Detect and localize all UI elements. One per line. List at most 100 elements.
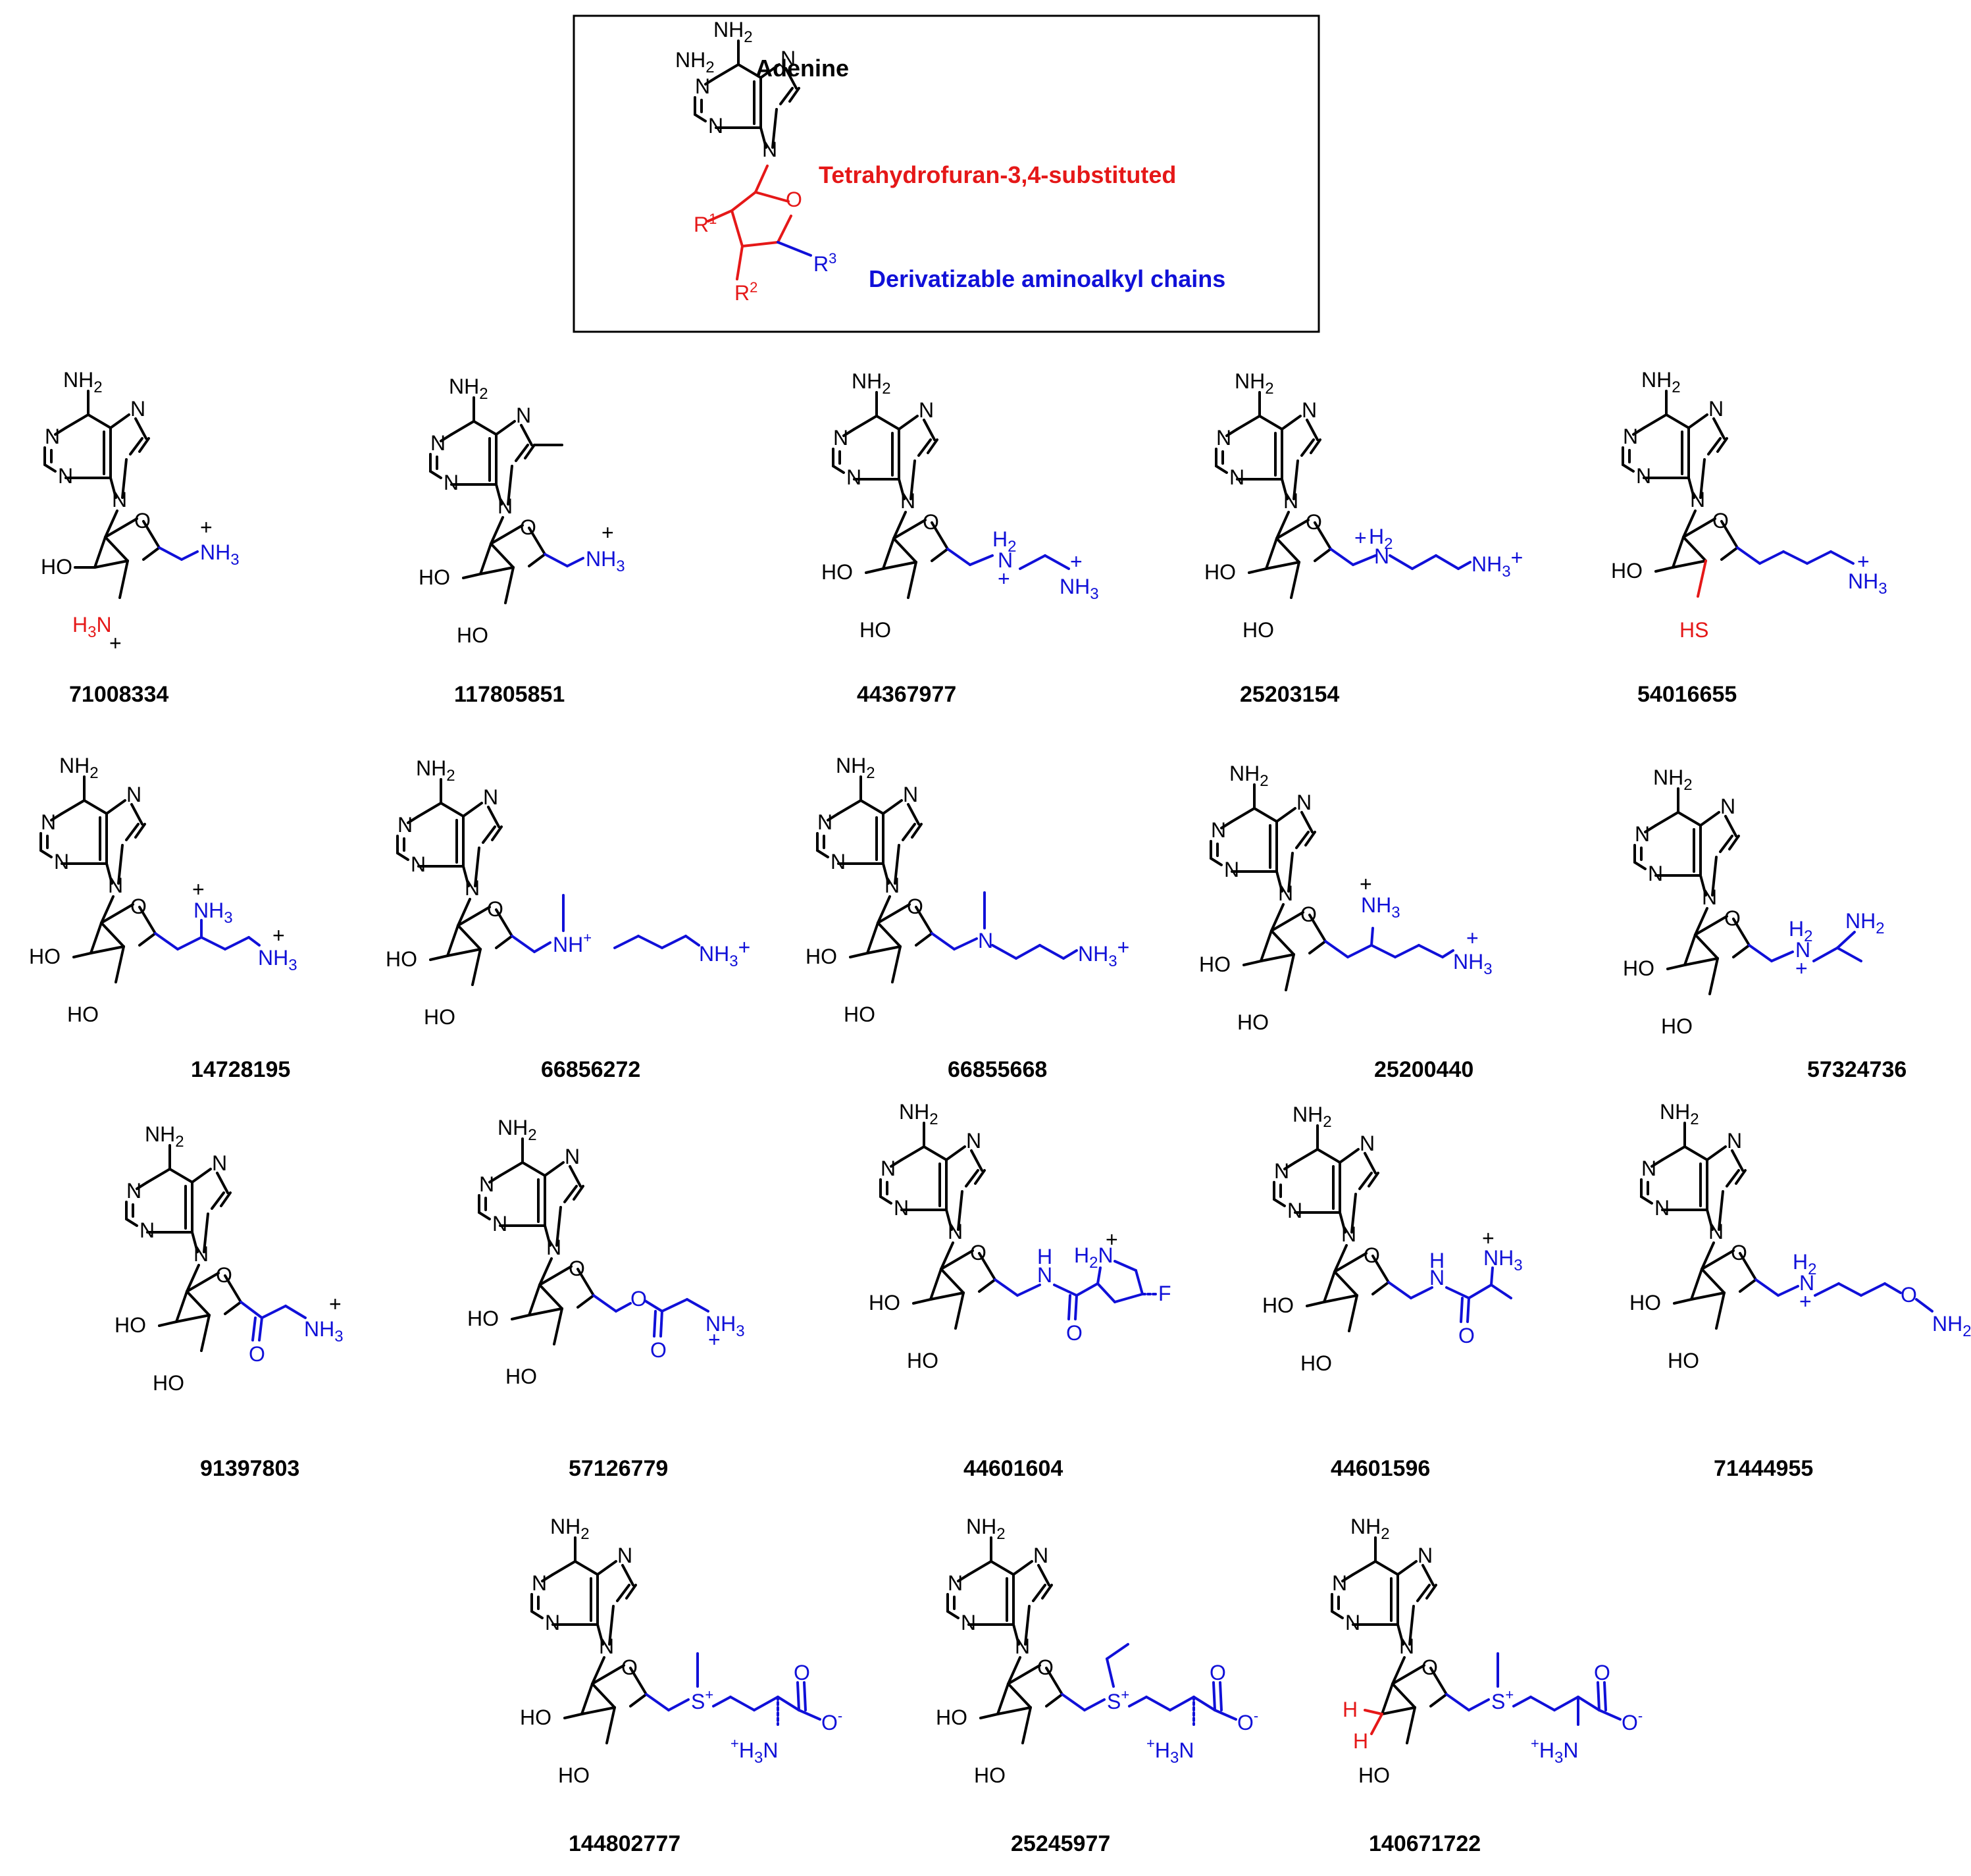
svg-text:+: + bbox=[192, 877, 205, 901]
compound-144802777: HO HO S+ O O- +H3N bbox=[520, 1513, 842, 1787]
svg-text:+: + bbox=[1354, 526, 1367, 550]
svg-text:O: O bbox=[1594, 1661, 1610, 1684]
svg-text:O: O bbox=[1901, 1283, 1917, 1307]
compound-id: 54016655 bbox=[1637, 682, 1737, 707]
svg-text:N: N bbox=[998, 548, 1013, 572]
compound-id: 91397803 bbox=[200, 1456, 299, 1481]
svg-text:HO: HO bbox=[1668, 1349, 1699, 1372]
svg-text:HO: HO bbox=[1242, 618, 1274, 642]
svg-text:N: N bbox=[1795, 938, 1810, 962]
svg-text:NH3: NH3 bbox=[193, 899, 233, 927]
legend-chain-label: Derivatizable aminoalkyl chains bbox=[869, 265, 1225, 292]
svg-text:NH3+: NH3+ bbox=[1472, 546, 1523, 581]
svg-text:+: + bbox=[1360, 872, 1372, 896]
svg-text:NH3: NH3 bbox=[1453, 950, 1493, 978]
svg-text:HO: HO bbox=[1629, 1291, 1661, 1315]
svg-text:HO: HO bbox=[869, 1291, 900, 1315]
svg-text:+: + bbox=[1070, 550, 1083, 573]
svg-text:S+: S+ bbox=[1491, 1686, 1514, 1713]
svg-text:O: O bbox=[786, 188, 802, 211]
compound-id: 57324736 bbox=[1807, 1057, 1907, 1082]
compound-14728195: HO HO NH3 + NH3 + bbox=[29, 752, 297, 1026]
svg-text:O: O bbox=[1210, 1661, 1226, 1684]
compound-44601604: HO HO N H O H2N + F bbox=[869, 1099, 1171, 1372]
svg-text:HO: HO bbox=[1300, 1351, 1332, 1375]
compound-57126779: HO HO O O NH3 + bbox=[467, 1114, 745, 1388]
svg-text:O: O bbox=[630, 1287, 647, 1311]
legend-box: O NH2 Adenine Tetrahydrofuran-3,4-substi… bbox=[573, 14, 1320, 333]
svg-text:S+: S+ bbox=[1107, 1686, 1129, 1713]
svg-text:HO: HO bbox=[558, 1763, 590, 1787]
compound-id: 140671722 bbox=[1369, 1831, 1481, 1856]
compound-id: 44367977 bbox=[857, 682, 956, 707]
legend-r1: R1 bbox=[694, 211, 717, 236]
svg-text:+H3N: +H3N bbox=[1146, 1735, 1194, 1767]
svg-text:+: + bbox=[998, 567, 1010, 590]
svg-text:NH3: NH3 bbox=[1361, 893, 1400, 922]
svg-text:HO: HO bbox=[1661, 1014, 1693, 1038]
svg-text:NH2: NH2 bbox=[1932, 1312, 1971, 1340]
compound-id: 25245977 bbox=[1011, 1831, 1110, 1856]
svg-text:N: N bbox=[978, 929, 993, 952]
svg-text:O-: O- bbox=[1237, 1707, 1258, 1734]
svg-text:HO: HO bbox=[1237, 1010, 1269, 1034]
compound-71444955: HO HO N H2 + O NH2 bbox=[1629, 1099, 1971, 1372]
legend-r3: R3 bbox=[813, 250, 836, 276]
svg-text:HO: HO bbox=[1611, 559, 1643, 583]
svg-text:+: + bbox=[1857, 550, 1870, 573]
svg-text:H: H bbox=[1343, 1698, 1358, 1721]
svg-text:HO: HO bbox=[844, 1003, 875, 1026]
svg-text:HO: HO bbox=[1262, 1293, 1294, 1317]
compound-25245977: HO HO S+ O O- +H3N bbox=[936, 1513, 1258, 1787]
svg-text:+: + bbox=[329, 1292, 342, 1316]
svg-text:NH3: NH3 bbox=[1060, 575, 1099, 603]
svg-text:HO: HO bbox=[936, 1706, 967, 1729]
svg-text:NH+: NH+ bbox=[553, 929, 592, 956]
svg-text:O: O bbox=[1458, 1324, 1475, 1347]
svg-text:+: + bbox=[1799, 1290, 1812, 1313]
svg-text:O-: O- bbox=[1622, 1707, 1643, 1734]
compound-66856272: HO HO NH+ NH3+ bbox=[386, 755, 750, 1029]
svg-text:HO: HO bbox=[457, 623, 488, 647]
compound-66855668: HO HO N NH3+ bbox=[806, 752, 1129, 1026]
svg-text:HO: HO bbox=[859, 618, 891, 642]
compound-id: 25200440 bbox=[1374, 1057, 1473, 1082]
compound-id: 66855668 bbox=[948, 1057, 1047, 1082]
legend-ring-label: Tetrahydrofuran-3,4-substituted bbox=[819, 161, 1176, 188]
svg-text:NH3: NH3 bbox=[1848, 569, 1887, 598]
svg-text:HO: HO bbox=[505, 1365, 537, 1388]
svg-text:HO: HO bbox=[907, 1349, 938, 1372]
svg-text:+: + bbox=[1466, 926, 1479, 950]
legend-adenine-label: Adenine bbox=[755, 55, 849, 82]
svg-text:HO: HO bbox=[419, 565, 450, 589]
svg-text:NH2: NH2 bbox=[1845, 909, 1885, 937]
svg-text:HO: HO bbox=[821, 560, 853, 584]
svg-text:HO: HO bbox=[41, 555, 72, 579]
svg-text:HO: HO bbox=[1199, 952, 1231, 976]
svg-text:NH3: NH3 bbox=[1483, 1246, 1523, 1274]
svg-text:NH3+: NH3+ bbox=[1078, 935, 1129, 970]
svg-text:+H3N: +H3N bbox=[730, 1735, 778, 1767]
svg-text:+: + bbox=[272, 924, 285, 947]
compound-71008334: HO NH3 + H3N + bbox=[41, 367, 240, 655]
svg-text:NH3: NH3 bbox=[258, 946, 297, 974]
svg-text:NH3: NH3 bbox=[304, 1317, 344, 1345]
compound-44367977: HO HO N H2 + NH3 + bbox=[821, 368, 1099, 642]
svg-text:O: O bbox=[794, 1661, 810, 1684]
svg-text:N: N bbox=[1374, 544, 1389, 568]
svg-text:H: H bbox=[1353, 1729, 1368, 1753]
compound-117805851: HO HO NH3 + bbox=[419, 373, 625, 647]
svg-text:O: O bbox=[650, 1338, 667, 1362]
compound-id: 117805851 bbox=[454, 682, 565, 707]
compound-id: 44601604 bbox=[963, 1456, 1063, 1481]
svg-text:N: N bbox=[1799, 1271, 1814, 1295]
compound-id: 57126779 bbox=[569, 1456, 668, 1481]
svg-text:+: + bbox=[1795, 956, 1808, 980]
svg-text:HO: HO bbox=[153, 1371, 184, 1395]
svg-text:HO: HO bbox=[1358, 1763, 1390, 1787]
compound-id: 14728195 bbox=[191, 1057, 290, 1082]
svg-text:+: + bbox=[708, 1328, 721, 1351]
svg-text:F: F bbox=[1158, 1282, 1171, 1305]
svg-text:HO: HO bbox=[467, 1307, 499, 1330]
